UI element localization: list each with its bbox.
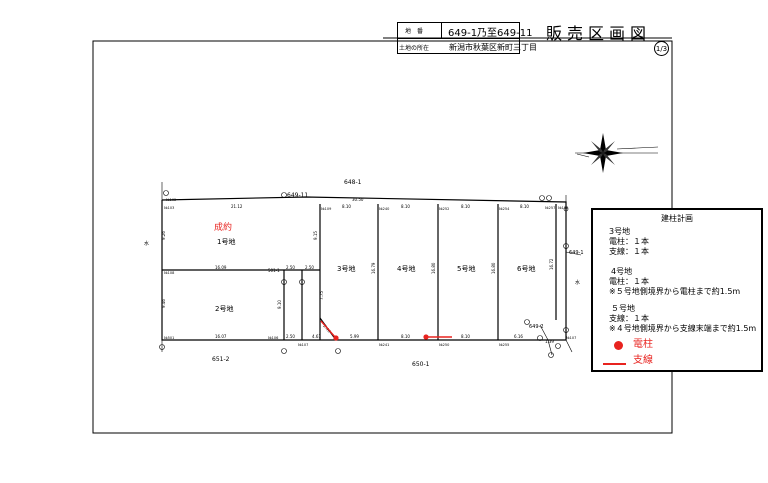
marker-circles: [159, 190, 569, 358]
compass-icon: [575, 133, 659, 173]
wire-lot3: [320, 320, 336, 338]
legend-lot3-pole: 電柱：１本: [609, 237, 649, 246]
lot-1-label: 1号地: [217, 237, 235, 246]
sheet-frame: [92, 40, 673, 434]
dim-bot-1: 16.07: [215, 334, 227, 339]
parcel-road-label: 649-11: [287, 192, 308, 199]
marker-label: №110: [558, 206, 568, 210]
marker-label: №250: [439, 343, 449, 347]
legend-title: 建柱計画: [661, 214, 693, 223]
water-right-label: 水: [575, 279, 580, 286]
legend-lot4-title: 4号地: [611, 267, 633, 276]
parcel-right-label: 649-1: [569, 250, 584, 256]
dim-bot-7: 6.16: [514, 334, 523, 339]
legend-pole-label: 電柱: [633, 339, 653, 350]
marker-label: №254: [499, 207, 510, 211]
legend-wire-label: 支線: [633, 355, 653, 366]
parcel-bottom-left-label: 651-2: [212, 356, 230, 363]
marker-label: №501: [164, 336, 174, 340]
legend-panel: 建柱計画 3号地 電柱：１本 支線：１本 4号地 電柱：１本 ※５号地側境界から…: [591, 208, 763, 372]
lot-4-label: 4号地: [397, 264, 415, 273]
dim-top-4: 8.10: [401, 204, 410, 209]
marker-label: №107: [566, 336, 576, 340]
marker-label: №257: [545, 206, 555, 210]
lot-3-label: 3号地: [337, 264, 355, 273]
legend-lot5-note: ※４号地側境界から支線末端まで約1.5m: [609, 324, 757, 333]
lot-2-label: 2号地: [215, 304, 233, 313]
legend-lot5-wire: 支線：１本: [609, 314, 649, 323]
legend-lot4-pole: 電柱：１本: [609, 277, 649, 286]
lot-number: 649-1乃至649-11: [448, 28, 533, 39]
legend-lot4-note: ※５号地側境界から電柱まで約1.5m: [609, 287, 741, 296]
marker-label: №240: [379, 207, 389, 211]
sold-label: 成約: [214, 221, 232, 233]
dim-v-3: 7.75: [319, 291, 324, 300]
dim-bot-2: 2.50: [286, 334, 295, 339]
marker-label: №252: [439, 207, 449, 211]
legend-lot5-title: ５号地: [611, 304, 635, 313]
dim-bot-4: 5.99: [350, 334, 359, 339]
dim-top-6: 8.10: [520, 204, 529, 209]
dim-v-5: 16.80: [431, 262, 436, 274]
dim-bot-6: 8.10: [461, 334, 470, 339]
marker-label: №107: [298, 343, 308, 347]
dim-bot-5: 8.10: [401, 334, 410, 339]
utility-marks: [320, 320, 452, 341]
dim-left-1: 9.26: [161, 231, 166, 240]
label-lot: 地 番: [405, 28, 424, 35]
address: 新潟市秋葉区新町三丁目: [449, 43, 537, 52]
legend-wire-symbol: [603, 363, 626, 365]
dim-mid-1: 16.09: [215, 265, 227, 270]
marker-label: №106: [268, 336, 278, 340]
lot-6-label: 6号地: [517, 264, 535, 273]
parcel-mid-label: 501-1: [268, 268, 280, 273]
dim-v-4: 16.79: [371, 262, 376, 274]
legend-lot3-wire: 支線：１本: [609, 247, 649, 256]
dim-top-3: 8.10: [342, 204, 351, 209]
marker-label: №109: [321, 207, 331, 211]
legend-pole-symbol: [614, 341, 623, 350]
water-left-label: 水: [144, 240, 149, 247]
dim-v-1: 9.15: [313, 231, 318, 240]
dim-top-left: 21.12: [231, 204, 243, 209]
legend-lot3-title: 3号地: [609, 227, 631, 236]
label-address: 土地の所在: [399, 45, 430, 52]
parcel-bottom-label: 650-1: [412, 361, 430, 368]
parcel-top-label: 648-1: [344, 179, 362, 186]
marker-label: №103: [164, 206, 174, 210]
dim-bot-3: 4.61: [312, 334, 321, 339]
boundary-markers: №109 №110 №240 №252 №254 №257 №108 №501 …: [164, 198, 576, 347]
dim-v-2: 9.10: [277, 300, 282, 309]
marker-label: №255: [499, 343, 509, 347]
marker-label: №102: [166, 198, 176, 202]
dim-bot-8: 1.39: [545, 339, 554, 344]
dim-v-6: 16.80: [491, 262, 496, 274]
title-block-divider-v: [441, 22, 442, 38]
marker-label: №108: [164, 271, 174, 275]
dim-v-7: 16.72: [549, 258, 554, 270]
marker-label: №241: [379, 343, 389, 347]
dim-top-mid: 30.50: [352, 197, 364, 202]
dim-left-2: 9.46: [161, 299, 166, 308]
dim-mid-3: 2.50: [305, 265, 314, 270]
lot-5-label: 5号地: [457, 264, 475, 273]
parcel-sub-label: 649-2: [529, 324, 544, 330]
dim-top-5: 8.10: [461, 204, 470, 209]
dim-mid-2: 2.50: [286, 265, 295, 270]
